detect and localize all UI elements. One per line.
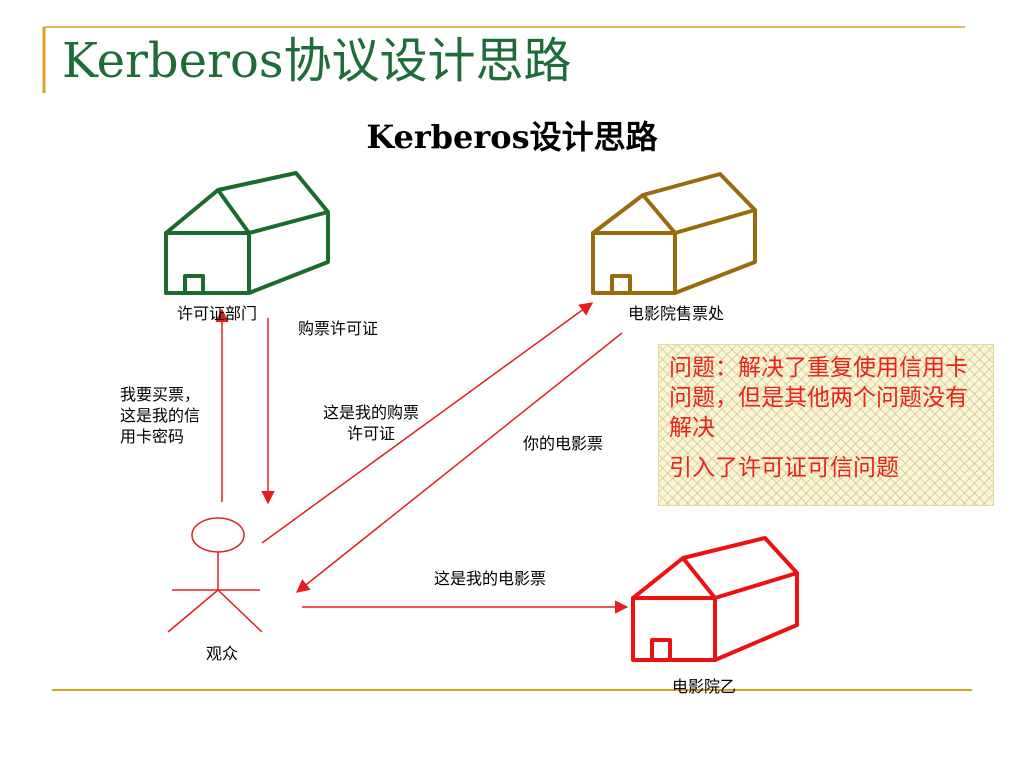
- license-office-house-icon: [164, 171, 330, 295]
- cinema-b-house-icon: [631, 536, 799, 662]
- present-license-label: 这是我的购票 许可证: [306, 402, 436, 444]
- diagram-subtitle: Kerberos设计思路: [366, 118, 658, 156]
- request-license-label: 我要买票， 这是我的信 用卡密码: [120, 384, 200, 447]
- request-line-2: 这是我的信: [120, 406, 201, 425]
- request-line-3: 用卡密码: [120, 427, 185, 446]
- purchase-license-label: 购票许可证: [298, 319, 379, 338]
- viewer-label: 观众: [206, 644, 239, 663]
- problem-note-box: 问题：解决了重复使用信用卡问题，但是其他两个问题没有解决 引入了许可证可信问题: [658, 344, 994, 506]
- arrow-box-office-to-viewer: [295, 332, 623, 593]
- problem-note-text: 问题：解决了重复使用信用卡问题，但是其他两个问题没有解决: [669, 355, 968, 441]
- present-ticket-label: 这是我的电影票: [434, 569, 547, 588]
- box-office-label: 电影院售票处: [628, 304, 725, 323]
- present-license-line-2: 许可证: [346, 424, 395, 443]
- box-office-house-icon: [591, 172, 757, 295]
- slide-title: Kerberos协议设计思路: [62, 33, 572, 89]
- cinema-b-label: 电影院乙: [672, 677, 737, 696]
- arrow-viewer-to-box-office: [261, 302, 594, 544]
- request-line-1: 我要买票，: [120, 385, 201, 404]
- your-ticket-label: 你的电影票: [523, 434, 604, 453]
- viewer-stick-figure-icon: [167, 517, 263, 633]
- introduced-problem-text: 引入了许可证可信问题: [669, 455, 899, 481]
- present-license-line-1: 这是我的购票: [322, 403, 419, 422]
- license-office-label: 许可证部门: [177, 304, 258, 323]
